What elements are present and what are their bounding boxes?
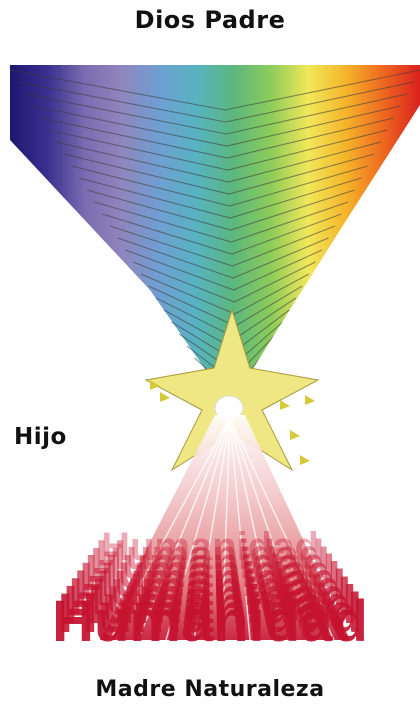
star-tooth (300, 455, 310, 465)
label-madre-naturaleza: Madre Naturaleza (0, 677, 420, 702)
humanity-wordmark: Humanidad (52, 589, 368, 654)
humanity-wordmark-stack: HumanidadHumanidadHumanidadHumanidadHuma… (52, 525, 368, 654)
star-tooth (290, 430, 300, 440)
label-hijo: Hijo (14, 424, 67, 450)
star-tooth (305, 395, 315, 405)
star-tooth (280, 400, 290, 410)
star-tooth (160, 392, 170, 402)
rainbow-funnel (10, 65, 420, 410)
